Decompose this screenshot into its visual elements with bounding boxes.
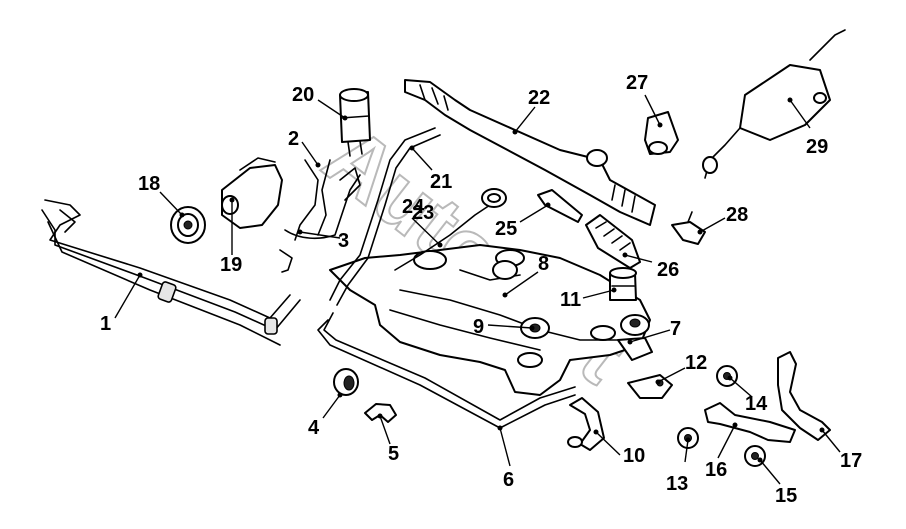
part-18-pulley <box>170 206 206 244</box>
callout-29: 29 <box>806 136 828 158</box>
callout-8: 8 <box>538 253 549 275</box>
part-7-subframe-mount <box>617 314 653 361</box>
callout-28: 28 <box>726 204 748 226</box>
part-2-3-hoses <box>279 159 361 273</box>
part-22-steering-rack <box>404 79 656 226</box>
callout-7: 7 <box>670 318 681 340</box>
part-4-bushing <box>333 368 359 396</box>
part-20-fluid-reservoir <box>339 88 371 157</box>
callout-11: 11 <box>560 289 581 311</box>
callout-17: 17 <box>840 450 862 472</box>
callout-14: 14 <box>745 393 768 415</box>
callout-9: 9 <box>473 316 484 338</box>
callout-20: 20 <box>292 84 314 106</box>
part-16-lower-arm <box>704 402 796 443</box>
part-10-drop-link <box>567 397 605 451</box>
callout-15: 15 <box>775 485 797 507</box>
callout-3: 3 <box>338 230 349 252</box>
callout-16: 16 <box>705 459 727 481</box>
callout-18: 18 <box>138 173 160 195</box>
part-6-anti-roll-bar <box>317 312 576 429</box>
callout-1: 1 <box>100 313 111 335</box>
part-24-pipe-and-cap <box>394 188 507 271</box>
part-28-tie-rod-end <box>671 211 706 245</box>
callout-2: 2 <box>288 128 299 150</box>
part-26-rack-boot <box>585 214 641 269</box>
callout-6: 6 <box>503 469 514 491</box>
callout-22: 22 <box>528 87 550 109</box>
part-5-clamp <box>364 403 397 423</box>
part-17-upper-arm <box>777 351 831 441</box>
callout-10: 10 <box>623 445 645 467</box>
front-subframe <box>329 244 651 396</box>
part-29-steering-column <box>702 29 846 179</box>
callout-21: 21 <box>430 171 452 193</box>
callout-12: 12 <box>685 352 707 374</box>
leader-lines <box>114 94 841 485</box>
part-1-hydraulic-pipes <box>41 199 301 346</box>
part-8-9-bushings <box>492 260 550 339</box>
callout-26: 26 <box>657 259 679 281</box>
callout-25: 25 <box>495 218 517 240</box>
callout-labels: 1 2 3 4 5 6 7 8 9 10 11 12 13 14 15 16 1… <box>100 72 862 507</box>
callout-23: 23 <box>412 202 434 224</box>
callout-19: 19 <box>220 254 242 276</box>
part-25-tie-rod <box>537 189 583 223</box>
part-27-dust-boot <box>644 111 679 155</box>
callout-24: 24 <box>402 196 425 218</box>
part-14-bushing <box>716 365 738 387</box>
callout-27: 27 <box>626 72 648 94</box>
part-19-power-steering-pump <box>221 157 283 229</box>
callout-13: 13 <box>666 473 688 495</box>
part-11-bushing <box>609 267 637 301</box>
callout-4: 4 <box>308 417 320 439</box>
callout-5: 5 <box>388 443 399 465</box>
